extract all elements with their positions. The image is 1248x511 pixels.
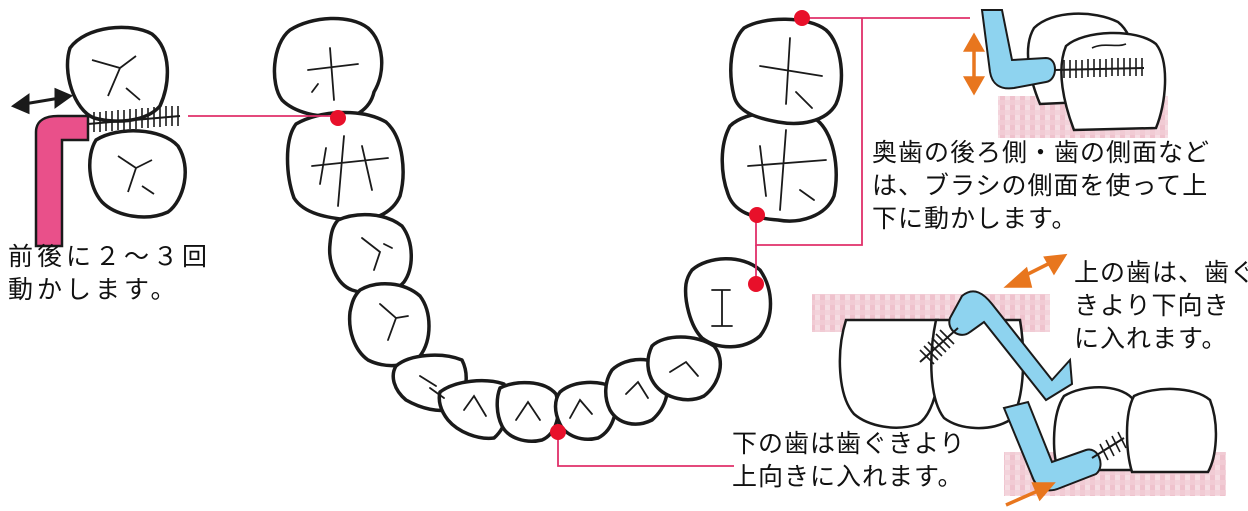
tooth-left-premolar-1 [330, 215, 412, 294]
double-arrow-black [14, 90, 70, 112]
inset-back [966, 10, 1168, 138]
caption-upper-line3: に入れます。 [1074, 322, 1248, 355]
tooth-right-premolar-1 [686, 259, 771, 347]
caption-lower-line1: 下の歯は歯ぐきより [732, 427, 966, 460]
tooth-lower-front-3 [497, 383, 558, 442]
caption-left: 前後に２～３回 動かします。 [8, 240, 211, 306]
caption-left-line1: 前後に２～３回 [8, 240, 211, 273]
caption-upper: 上の歯は、歯ぐ きより下向き に入れます。 [1074, 256, 1248, 355]
inset-lower-tooth-right [1127, 389, 1216, 472]
marker-back-molar [794, 10, 810, 26]
tooth-right-molar-2 [731, 19, 842, 123]
caption-back-line3: 下に動かします。 [872, 202, 1210, 235]
marker-front [550, 424, 566, 440]
inset-upper [812, 256, 1072, 428]
tooth-right-molar-1 [722, 112, 836, 221]
tooth-left-molar-2 [288, 112, 404, 220]
caption-upper-line2: きより下向き [1074, 289, 1248, 322]
marker-left-molar [330, 110, 346, 126]
inset-upper-tooth-left [840, 320, 940, 428]
caption-lower-line2: 上向きに入れます。 [732, 460, 966, 493]
diagonal-arrow-orange-upper [1008, 256, 1064, 286]
caption-back-line1: 奥歯の後ろ側・歯の側面など [872, 136, 1210, 169]
inset-left [14, 27, 185, 246]
caption-lower: 下の歯は歯ぐきより 上向きに入れます。 [732, 427, 966, 493]
inset-lower [1004, 387, 1226, 505]
marker-right-premolar [748, 276, 764, 292]
tooth-lower-front-6 [648, 337, 720, 400]
marker-right-molar [749, 207, 765, 223]
caption-left-line2: 動かします。 [8, 273, 211, 306]
inset-back-tooth-front [1061, 33, 1165, 130]
vertical-arrow-orange [966, 36, 982, 92]
caption-upper-line1: 上の歯は、歯ぐ [1074, 256, 1248, 289]
caption-back: 奥歯の後ろ側・歯の側面など は、ブラシの側面を使って上 下に動かします。 [872, 136, 1210, 235]
inset-left-lower-tooth [90, 131, 185, 217]
tooth-left-premolar-2 [350, 284, 429, 366]
caption-back-line2: は、ブラシの側面を使って上 [872, 169, 1210, 202]
interdental-brush-pink [36, 116, 88, 246]
